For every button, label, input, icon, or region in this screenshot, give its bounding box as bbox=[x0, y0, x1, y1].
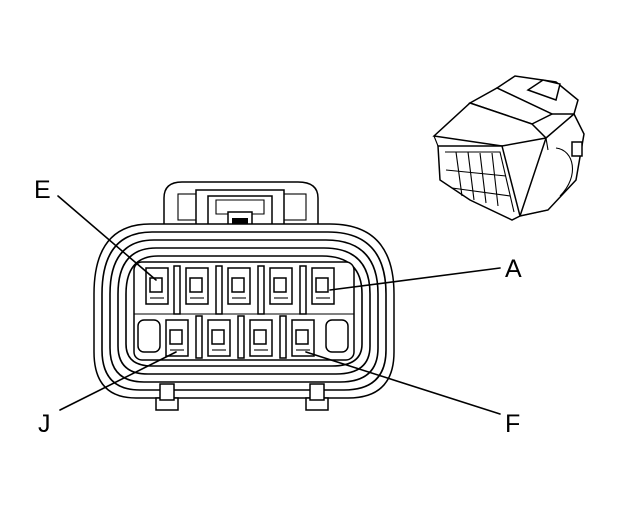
connector-isometric-view bbox=[432, 75, 585, 221]
cavity-label-f: F bbox=[505, 410, 520, 438]
cavity-row-top bbox=[145, 267, 335, 305]
leader-line-e bbox=[57, 195, 157, 281]
cavity-label-e: E bbox=[34, 176, 51, 204]
leader-line-j bbox=[59, 351, 177, 411]
cavity-label-a: A bbox=[505, 255, 522, 283]
connector-face bbox=[93, 181, 395, 411]
cavity-row-bottom bbox=[165, 319, 315, 357]
cavity-label-j: J bbox=[38, 410, 51, 438]
leader-line-f bbox=[305, 351, 501, 415]
leader-line-a bbox=[329, 267, 501, 291]
leader-lines bbox=[57, 195, 501, 415]
